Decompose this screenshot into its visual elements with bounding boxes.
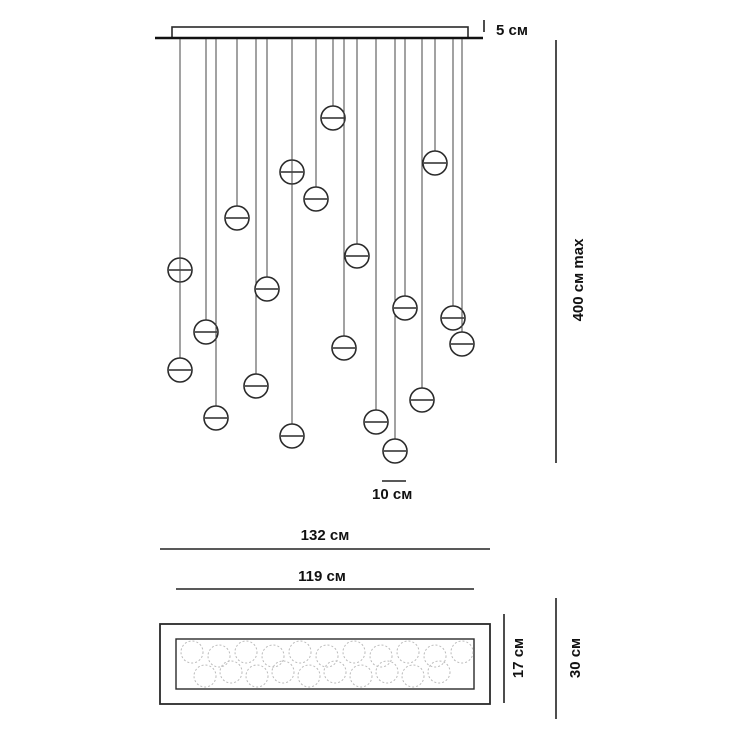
- plan-ball-outline: [207, 644, 231, 668]
- plan-ball-outline: [342, 640, 366, 664]
- outer-width-label: 30 см: [567, 638, 584, 678]
- plan-ball-outline: [427, 660, 451, 684]
- plan-ball-outline: [375, 660, 399, 684]
- plan-ball-outline: [245, 664, 269, 688]
- plan-ball-outline: [297, 664, 321, 688]
- pendant-group: [167, 39, 475, 464]
- canopy-height-label: 5 см: [496, 22, 528, 39]
- plan-ball-outline: [315, 644, 339, 668]
- outer-length-label: 132 см: [301, 527, 350, 544]
- plan-ball-outline: [401, 664, 425, 688]
- plan-inner-frame: [175, 638, 475, 690]
- max-length-label: 400 см max: [570, 238, 587, 321]
- plan-ball-outline: [234, 640, 258, 664]
- plan-ball-outline: [423, 644, 447, 668]
- inner-width-label: 17 см: [510, 638, 527, 678]
- plan-ball-outline: [219, 660, 243, 684]
- plan-ball-outline: [369, 644, 393, 668]
- plan-ball-outline: [323, 660, 347, 684]
- plan-ball-outlines: [180, 640, 474, 688]
- plan-ball-outline: [180, 640, 204, 664]
- plan-ball-outline: [349, 664, 373, 688]
- plan-ball-outline: [261, 644, 285, 668]
- plan-ball-outline: [396, 640, 420, 664]
- canopy: [171, 26, 469, 39]
- plan-ball-outline: [450, 640, 474, 664]
- plan-ball-outline: [271, 660, 295, 684]
- inner-length-label: 119 см: [298, 568, 346, 585]
- ball-diameter-label: 10 см: [372, 486, 412, 503]
- plan-ball-outline: [193, 664, 217, 688]
- plan-ball-outline: [288, 640, 312, 664]
